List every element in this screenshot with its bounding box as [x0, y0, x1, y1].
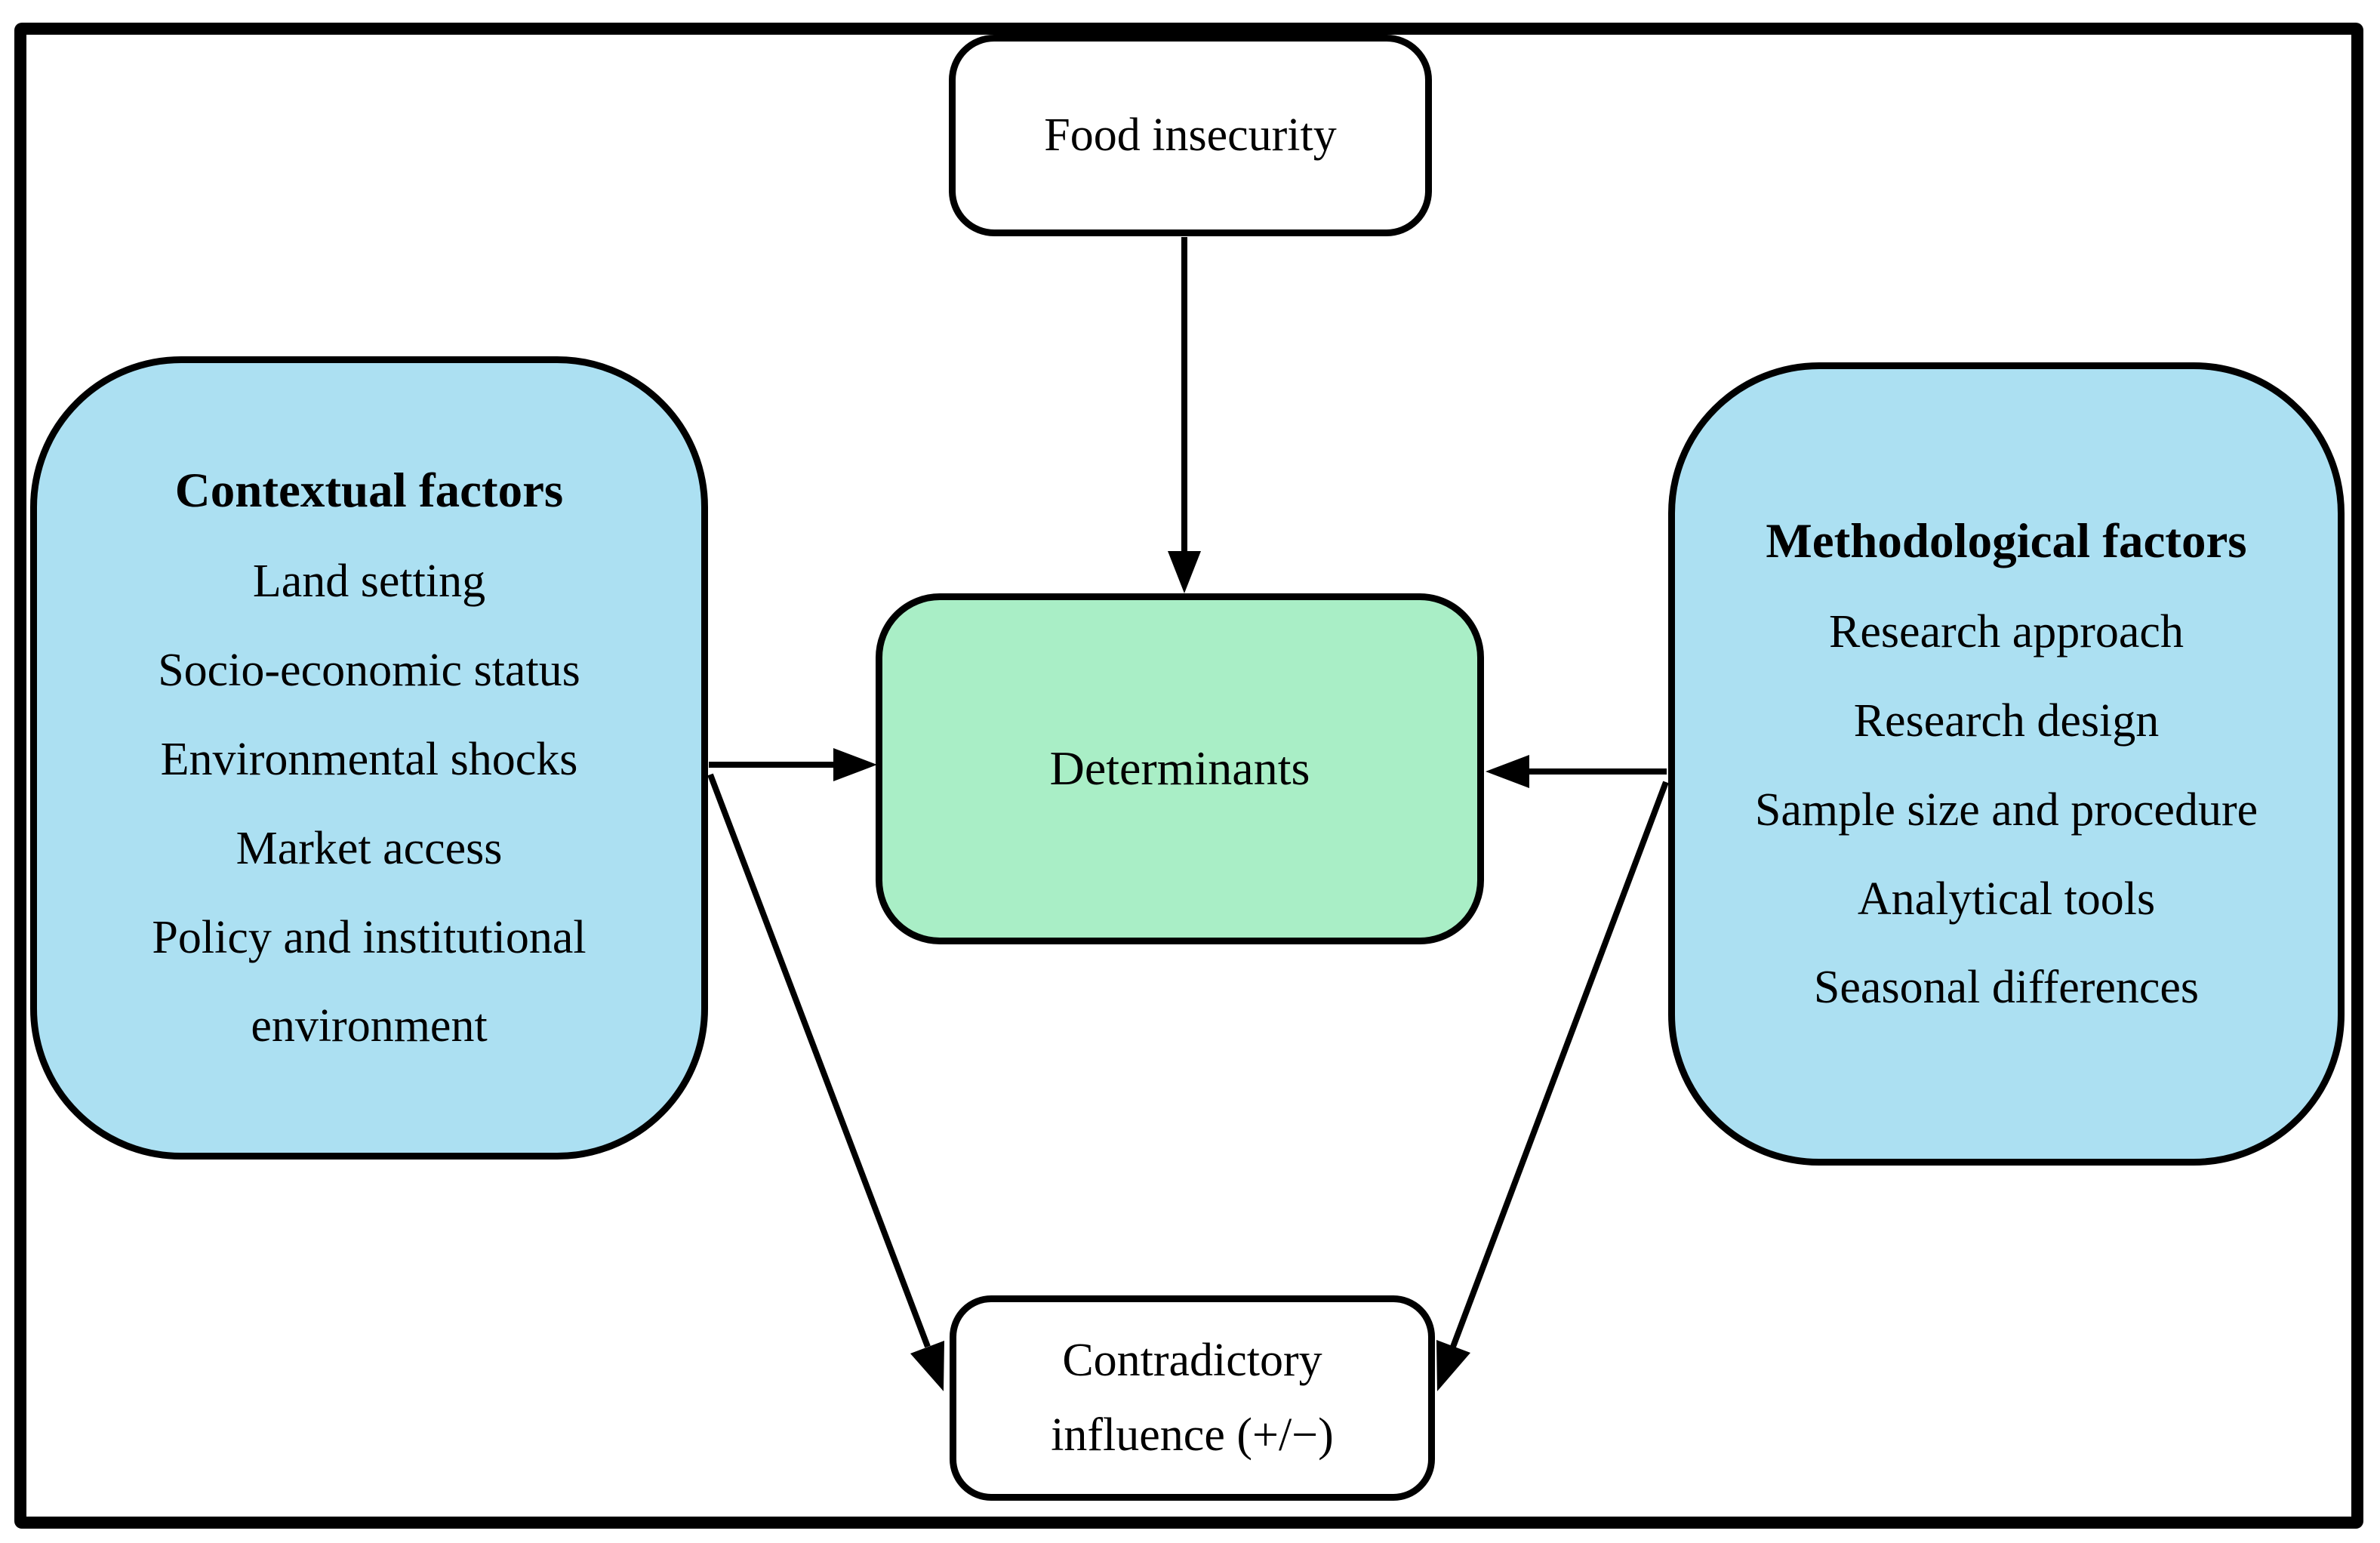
- methodological-item-research-design: Research design: [1853, 695, 2160, 747]
- determinants-label: Determinants: [1049, 741, 1310, 796]
- node-food-insecurity: Food insecurity: [949, 35, 1432, 236]
- node-methodological-factors: Methodological factors Research approach…: [1668, 362, 2345, 1166]
- food-insecurity-label: Food insecurity: [1044, 109, 1337, 161]
- contextual-item-land-setting: Land setting: [252, 556, 486, 608]
- methodological-item-sample-size-and-procedure: Sample size and procedure: [1754, 784, 2258, 836]
- node-contextual-factors: Contextual factors Land setting Socio-ec…: [30, 356, 708, 1160]
- contextual-item-socio-economic-status: Socio-economic status: [158, 645, 580, 697]
- methodological-factors-title: Methodological factors: [1766, 513, 2247, 568]
- arrow-methodological-to-determinants: [1486, 755, 1667, 788]
- methodological-item-analytical-tools: Analytical tools: [1857, 873, 2156, 925]
- contextual-item-policy-institutional-environment: Policy and institutional environment: [152, 911, 587, 1052]
- node-determinants: Determinants: [876, 593, 1484, 944]
- node-contradictory-influence: Contradictory influence (+/−): [950, 1295, 1435, 1501]
- diagram-frame: [14, 23, 2363, 1529]
- methodological-item-seasonal-differences: Seasonal differences: [1813, 962, 2200, 1014]
- contextual-factors-title: Contextual factors: [174, 463, 564, 518]
- arrow-contextual-to-contradictory: [707, 773, 944, 1391]
- contradictory-influence-label: Contradictory influence (+/−): [1051, 1334, 1334, 1461]
- contextual-item-market-access: Market access: [236, 822, 503, 874]
- contextual-item-environmental-shocks: Environmental shocks: [160, 733, 578, 785]
- methodological-item-research-approach: Research approach: [1829, 606, 2184, 658]
- arrow-methodological-to-contradictory: [1436, 781, 1669, 1391]
- arrow-food-insecurity-to-determinants: [1168, 237, 1201, 593]
- arrow-contextual-to-determinants: [709, 748, 877, 781]
